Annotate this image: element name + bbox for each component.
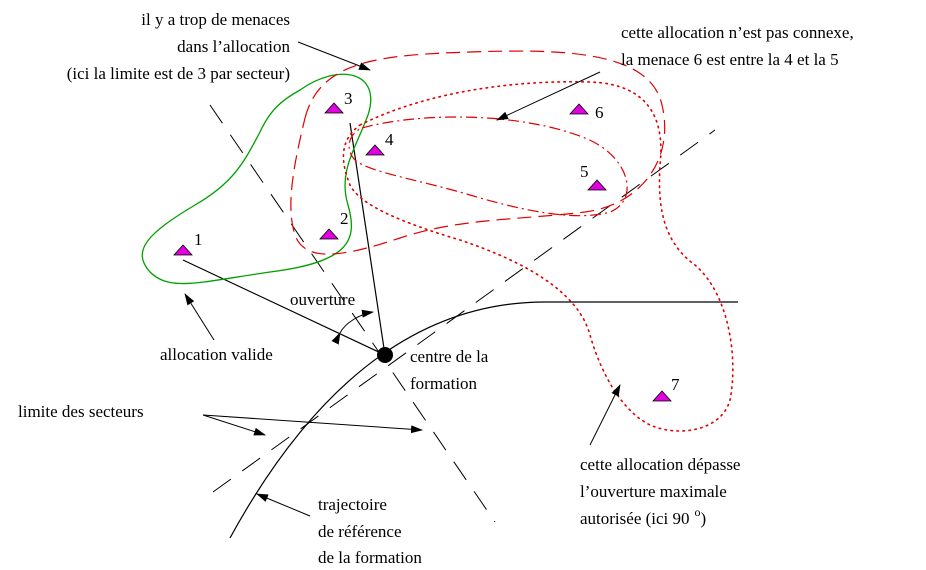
threat-2: 2 <box>319 209 349 240</box>
threat-1-label: 1 <box>194 230 203 249</box>
exceeds-text-line2: l’ouverture maximale <box>580 482 727 501</box>
threat-2-label: 2 <box>340 209 349 228</box>
trajectory-arrow <box>256 493 311 517</box>
too-many-text-line1: il y a trop de menaces <box>141 10 290 29</box>
valid-arrow <box>184 293 215 341</box>
sector-limit-line-a <box>209 104 496 523</box>
threat-5-marker <box>587 179 607 191</box>
non-connected-allocation-outline <box>348 116 628 217</box>
threat-3-marker <box>324 102 344 114</box>
exceeds-text-close: ) <box>701 509 707 528</box>
threat-5-label: 5 <box>580 162 589 181</box>
threat-3: 3 <box>324 89 353 114</box>
threat-6: 6 <box>569 103 604 122</box>
threat-5: 5 <box>580 162 607 191</box>
not-connex-arrow <box>496 71 601 121</box>
trajectory-text-line3: de la formation <box>318 548 422 567</box>
too-many-text-line2: dans l’allocation <box>177 37 290 56</box>
too-many-arrow <box>297 41 371 71</box>
too-wide-allocation-outline <box>342 80 734 432</box>
not-connex-text-line2: la menace 6 est entre la 4 et la 5 <box>621 50 839 69</box>
threat-7-label: 7 <box>671 375 680 394</box>
threat-7-marker <box>652 390 672 402</box>
center-text-line1: centre de la <box>410 347 489 366</box>
threat-4-marker <box>365 144 385 156</box>
exceeds-text-main: autorisée (ici 90 <box>580 509 690 528</box>
sector-limit-arrow-2 <box>202 414 423 434</box>
overloaded-allocation-outline <box>290 50 666 255</box>
threat-1-marker <box>173 244 193 256</box>
threat-4: 4 <box>365 130 394 156</box>
sector-limits-label: limite des secteurs <box>18 402 144 421</box>
threat-6-label: 6 <box>595 103 604 122</box>
valid-allocation-outline <box>141 73 372 285</box>
exceeds-arrow <box>589 384 621 446</box>
exceeds-degree-symbol: o <box>695 505 701 519</box>
center-text-line2: formation <box>410 374 478 393</box>
aperture-arc <box>331 309 374 345</box>
threat-7: 7 <box>652 375 680 402</box>
threat-4-label: 4 <box>385 130 394 149</box>
sector-limit-arrow-1 <box>202 414 266 436</box>
trajectory-text-line1: trajectoire <box>318 495 387 514</box>
trajectory-text-line2: de référence <box>318 522 402 541</box>
sector-limit-line-b <box>212 129 716 493</box>
threat-6-marker <box>569 103 589 115</box>
too-many-text-line3: (ici la limite est de 3 par secteur) <box>67 64 290 83</box>
aperture-ray-to-threat-3 <box>349 122 386 356</box>
valid-allocation-label: allocation valide <box>160 345 273 364</box>
threat-1: 1 <box>173 230 203 256</box>
threat-2-marker <box>319 228 339 240</box>
threat-3-label: 3 <box>344 89 353 108</box>
exceeds-text-line1: cette allocation dépasse <box>580 455 740 474</box>
not-connex-text-line1: cette allocation n’est pas connexe, <box>621 23 854 42</box>
formation-center-dot <box>377 347 393 363</box>
aperture-label: ouverture <box>290 290 355 309</box>
reference-trajectory <box>229 301 738 539</box>
exceeds-text-line3: autorisée (ici 90 o) <box>580 505 706 528</box>
